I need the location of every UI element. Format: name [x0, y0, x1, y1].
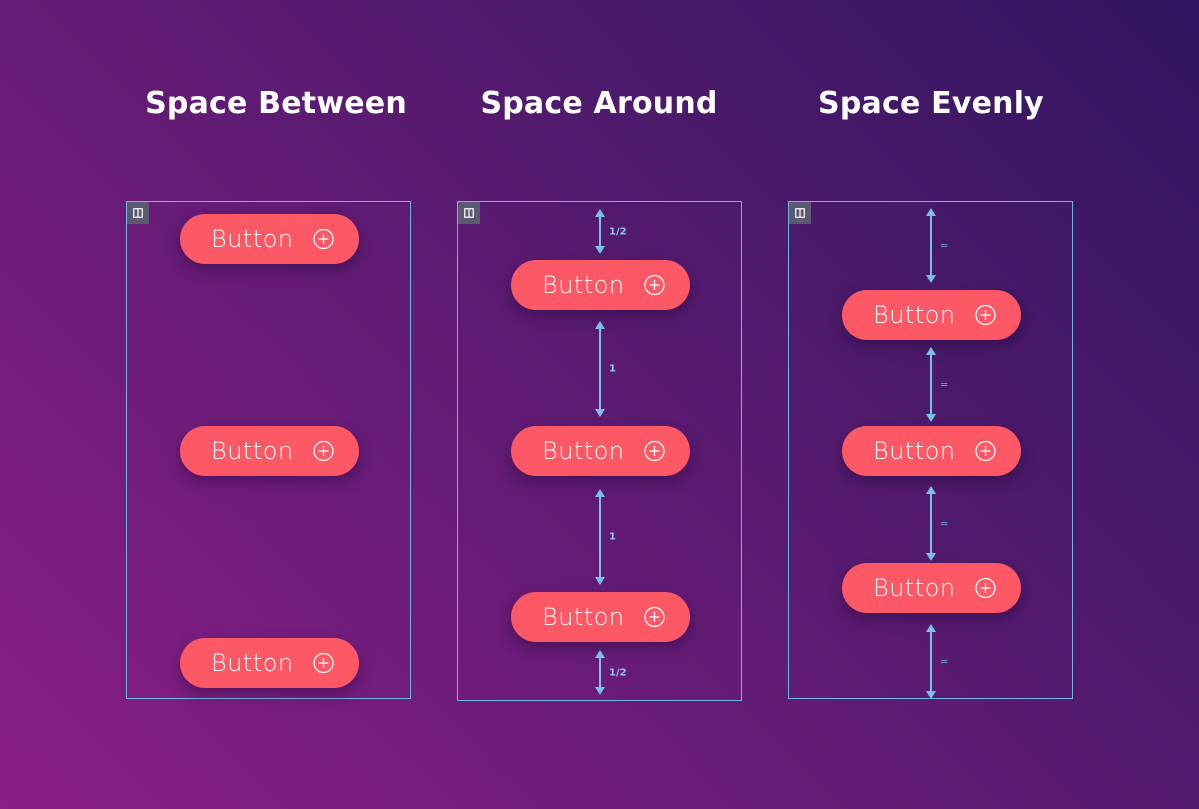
spacing-label: = — [940, 518, 949, 529]
button-label: Button — [542, 603, 625, 631]
plus-circle-icon — [313, 440, 334, 462]
button[interactable]: Button — [842, 563, 1021, 613]
plus-circle-icon — [644, 274, 665, 296]
button[interactable]: Button — [842, 290, 1021, 340]
button[interactable]: Button — [180, 214, 359, 264]
button[interactable]: Button — [511, 426, 690, 476]
space-evenly-container: = Button = Button = Button = — [788, 201, 1073, 699]
button[interactable]: Button — [511, 260, 690, 310]
spacing-label: 1 — [609, 363, 616, 375]
button-label: Button — [211, 437, 294, 465]
title-space-around: Space Around — [480, 86, 718, 121]
plus-circle-icon — [975, 440, 996, 462]
spacing-arrow: = — [926, 208, 948, 283]
button-label: Button — [873, 574, 956, 602]
spacing-label: = — [940, 240, 949, 251]
plus-circle-icon — [644, 440, 665, 462]
title-space-evenly: Space Evenly — [818, 86, 1044, 121]
button[interactable]: Button — [511, 592, 690, 642]
plus-circle-icon — [975, 304, 996, 326]
spacing-label: = — [940, 656, 949, 667]
spacing-arrow: = — [926, 624, 948, 699]
spacing-arrow: 1 — [595, 489, 616, 585]
button-label: Button — [211, 225, 294, 253]
plus-circle-icon — [975, 577, 996, 599]
button[interactable]: Button — [180, 426, 359, 476]
spacing-label: 1 — [609, 531, 616, 543]
spacing-label: = — [940, 379, 949, 390]
plus-circle-icon — [644, 606, 665, 628]
layout-panel-icon[interactable] — [789, 202, 811, 224]
spacing-arrow: 1/2 — [595, 650, 627, 695]
spacing-label: 1/2 — [609, 226, 627, 237]
button-label: Button — [211, 649, 294, 677]
title-space-between: Space Between — [145, 86, 407, 121]
spacing-arrow: 1/2 — [595, 209, 627, 254]
plus-circle-icon — [313, 228, 334, 250]
button[interactable]: Button — [180, 638, 359, 688]
spacing-arrow: = — [926, 486, 948, 561]
button-label: Button — [542, 271, 625, 299]
spacing-arrow: = — [926, 347, 948, 422]
spacing-label: 1/2 — [609, 667, 627, 678]
layout-panel-icon[interactable] — [127, 202, 149, 224]
layout-panel-icon[interactable] — [458, 202, 480, 224]
space-around-container: 1/2 Button 1 Button 1 Button 1/2 — [457, 201, 742, 701]
button-label: Button — [873, 301, 956, 329]
button-label: Button — [542, 437, 625, 465]
plus-circle-icon — [313, 652, 334, 674]
space-between-container: Button Button Button — [126, 201, 411, 699]
button[interactable]: Button — [842, 426, 1021, 476]
spacing-arrow: 1 — [595, 321, 616, 417]
button-label: Button — [873, 437, 956, 465]
